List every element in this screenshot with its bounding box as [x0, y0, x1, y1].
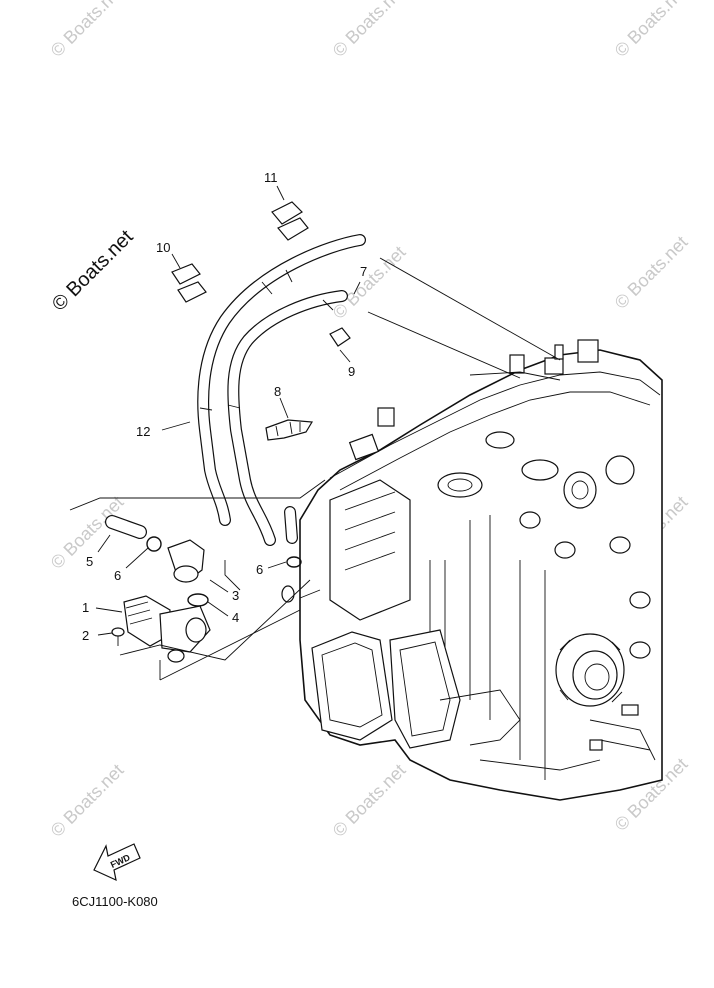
clip-8: [265, 419, 314, 441]
clip-9: [329, 327, 351, 347]
diagram-code: 6CJ1100-K080: [72, 894, 158, 909]
head-bosses: [437, 431, 651, 659]
callout-7: 7: [360, 264, 367, 279]
oil-filter: [555, 633, 625, 707]
leader-lines: [69, 185, 561, 681]
watermark-mid-right: © Boats.net: [611, 232, 692, 313]
watermark-main: © Boats.net: [48, 226, 138, 316]
callout-5: 5: [86, 554, 93, 569]
clip-10: [171, 263, 207, 303]
watermark-top-mid: © Boats.net: [329, 0, 410, 61]
callout-8: 8: [274, 384, 281, 399]
clamp-6b: [286, 556, 302, 568]
callout-4: 4: [232, 610, 239, 625]
callout-3: 3: [232, 588, 239, 603]
watermark-bottom-left: © Boats.net: [47, 760, 128, 841]
callout-1: 1: [82, 600, 89, 615]
callout-6-left: 6: [114, 568, 121, 583]
electrical-box: [329, 407, 411, 621]
connector-6b: [281, 585, 295, 603]
watermark-top-right: © Boats.net: [611, 0, 692, 61]
watermark-mid-center: © Boats.net: [329, 242, 410, 323]
clip-11: [271, 201, 309, 241]
bolt-2: [111, 627, 125, 646]
callout-2: 2: [82, 628, 89, 643]
hoses: [105, 234, 366, 546]
watermark-top-left: © Boats.net: [47, 0, 128, 61]
callout-12: 12: [136, 424, 150, 439]
oring-4: [187, 593, 209, 607]
fwd-arrow-icon: FWD: [93, 843, 141, 882]
watermark-bottom-mid: © Boats.net: [329, 760, 410, 841]
engine-block: [299, 339, 663, 801]
callout-9: 9: [348, 364, 355, 379]
thermostat-housing-1: [123, 595, 211, 663]
lower-cover: [311, 629, 461, 749]
top-sensors: [469, 339, 599, 381]
callout-labels: 11 10 7 9 8 12 5 6 6 3 4 1 2: [82, 170, 367, 643]
clamp-6a: [146, 536, 162, 552]
callout-11: 11: [264, 170, 278, 185]
thermostat-cover-3: [167, 539, 205, 583]
callout-10: 10: [156, 240, 170, 255]
callout-6-right: 6: [256, 562, 263, 577]
